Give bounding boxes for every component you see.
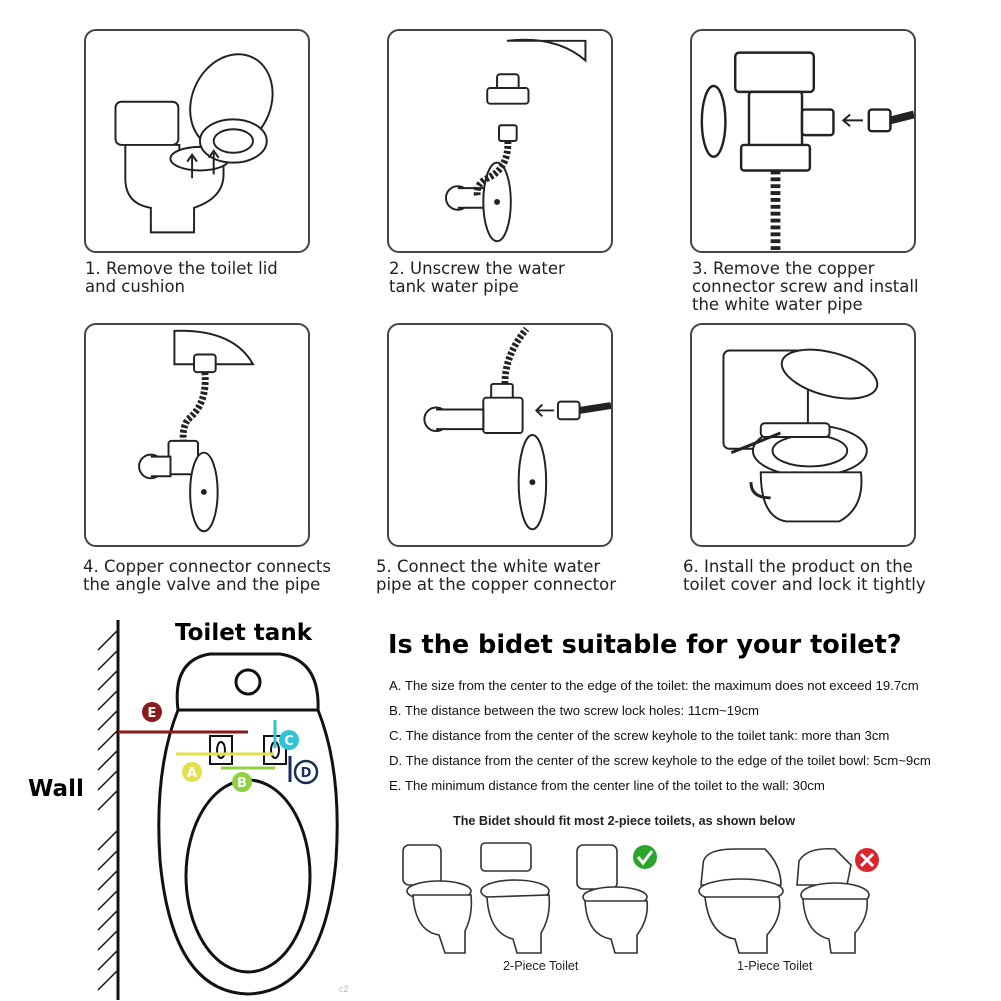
one-piece-toilet-label: 1-Piece Toilet: [737, 959, 813, 973]
white-pipe-connect-illustration: [423, 326, 611, 531]
one-piece-toilet-1: [698, 848, 784, 954]
marker-e: E: [142, 702, 162, 722]
criterion-c: C. The distance from the center of the s…: [389, 728, 890, 743]
svg-text:C: C: [284, 734, 294, 749]
two-piece-toilet-2: [480, 842, 551, 954]
watermark: c2: [339, 984, 349, 994]
criterion-e: E. The minimum distance from the center …: [389, 778, 825, 793]
check-icon: [633, 845, 657, 869]
suitability-title: Is the bidet suitable for your toilet?: [388, 630, 902, 660]
screw-hole-left: [209, 735, 233, 765]
marker-d: D: [293, 759, 319, 785]
step-4-caption: 4. Copper connector connects the angle v…: [83, 557, 331, 594]
cross-icon: [855, 848, 879, 872]
angle-valve-pipe-illustration: [138, 329, 255, 533]
two-piece-toilet-label: 2-Piece Toilet: [503, 959, 579, 973]
wall-label: Wall: [28, 776, 84, 802]
marker-c: C: [279, 730, 299, 750]
toilet-tank-label: Toilet tank: [175, 620, 312, 646]
step-2-caption: 2. Unscrew the water tank water pipe: [389, 259, 565, 296]
step-3-caption: 3. Remove the copper connector screw and…: [692, 259, 919, 314]
toilet-measurement-diagram: A B C D E: [97, 620, 339, 1000]
step-6-panel: [690, 323, 916, 547]
copper-connector-install-illustration: [700, 51, 914, 251]
step-6-caption: 6. Install the product on the toilet cov…: [683, 557, 926, 594]
two-piece-toilet-1: [402, 844, 473, 954]
tank-button: [234, 668, 262, 696]
toilet-types-illustration: [402, 842, 879, 954]
svg-text:D: D: [301, 766, 312, 781]
water-pipe-unscrew-illustration: [445, 38, 587, 243]
bowl-opening: [184, 778, 312, 974]
toilet-lid-removal-illustration: [114, 53, 274, 234]
svg-text:E: E: [148, 706, 157, 721]
step-3-panel: [690, 29, 916, 253]
two-piece-toilet-3: [576, 844, 649, 954]
bidet-install-illustration: [722, 348, 879, 523]
marker-b: B: [232, 772, 252, 792]
step-2-panel: [387, 29, 613, 253]
criterion-a: A. The size from the center to the edge …: [389, 678, 919, 693]
step-4-panel: [84, 323, 310, 547]
criterion-b: B. The distance between the two screw lo…: [389, 703, 760, 718]
step-5-caption: 5. Connect the white water pipe at the c…: [376, 557, 617, 594]
wall-hatching: [97, 629, 119, 991]
marker-a: A: [182, 762, 202, 782]
svg-text:A: A: [187, 766, 197, 781]
one-piece-toilet-2: [796, 847, 870, 954]
svg-text:B: B: [237, 776, 247, 791]
step-1-caption: 1. Remove the toilet lid and cushion: [85, 259, 278, 296]
step-5-panel: [387, 323, 613, 547]
step-1-panel: [84, 29, 310, 253]
fit-note: The Bidet should fit most 2-piece toilet…: [453, 814, 796, 828]
criterion-d: D. The distance from the center of the s…: [389, 753, 931, 768]
